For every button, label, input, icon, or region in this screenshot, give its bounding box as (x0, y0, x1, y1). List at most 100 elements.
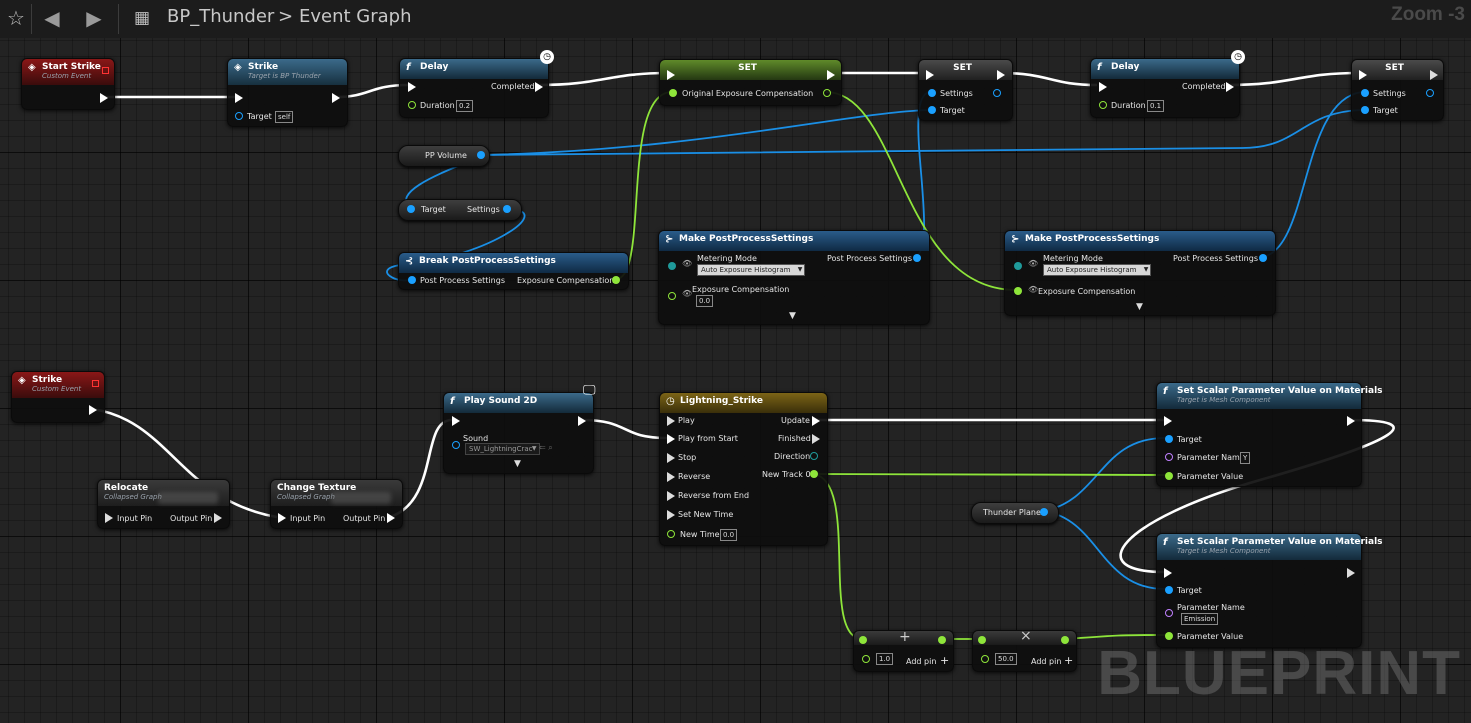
exec-input-pin[interactable] (452, 416, 460, 426)
exec-input-pin[interactable] (235, 93, 243, 103)
add-float-node[interactable]: + 1.0 Add pin + (853, 629, 954, 672)
set-settings-node-1[interactable]: SET Settings Target (918, 59, 1013, 121)
breadcrumb-graph[interactable]: Event Graph (299, 6, 412, 27)
postprocess-input-pin[interactable] (408, 276, 416, 284)
target-pin[interactable] (1361, 106, 1369, 114)
new-time-pin[interactable] (667, 530, 675, 538)
play-from-start-exec-pin[interactable] (667, 434, 675, 444)
exec-output-pin[interactable] (578, 416, 586, 426)
param-value-pin[interactable] (1165, 632, 1173, 640)
pp-volume-variable[interactable]: PP Volume (398, 145, 490, 167)
a-input-pin[interactable] (859, 636, 867, 644)
duration-pin[interactable] (1099, 101, 1107, 109)
target-pin[interactable] (235, 112, 243, 120)
browse-icon[interactable]: ⇐ ⌕ (539, 443, 553, 452)
direction-pin[interactable] (810, 452, 818, 460)
add-pin-label[interactable]: Add pin (906, 657, 937, 666)
make-postprocess-node-1[interactable]: ⊱ Make PostProcessSettings 👁 Metering Mo… (658, 230, 930, 325)
metering-dropdown[interactable]: Auto Exposure Histogram (1043, 264, 1152, 276)
new-track-output-pin[interactable] (810, 470, 818, 478)
metering-pin[interactable] (1014, 262, 1022, 270)
settings-pin[interactable] (928, 89, 936, 97)
finished-exec-pin[interactable] (812, 434, 820, 444)
exec-input-pin[interactable] (278, 513, 286, 523)
exec-output-pin[interactable] (827, 70, 835, 80)
strike-function-node[interactable]: ◈ Strike Target is BP Thunder Target sel… (227, 58, 348, 127)
reverse-exec-pin[interactable] (667, 472, 675, 482)
expand-arrow-icon[interactable]: ▼ (514, 459, 521, 469)
exec-output-pin[interactable] (1347, 416, 1355, 426)
exec-output-pin[interactable] (332, 93, 340, 103)
exec-output-pin[interactable] (100, 93, 108, 103)
b-input-pin[interactable] (981, 655, 989, 663)
target-pin[interactable] (407, 205, 415, 213)
settings-pin[interactable] (1361, 89, 1369, 97)
target-pin[interactable] (928, 106, 936, 114)
update-exec-pin[interactable] (812, 416, 820, 426)
sound-asset-picker[interactable]: SW_LightningCrac (465, 443, 540, 455)
duration-value[interactable]: 0.1 (1147, 100, 1165, 112)
exposure-pin[interactable] (1014, 287, 1022, 295)
set-scalar-param-node-1[interactable]: f Set Scalar Parameter Value on Material… (1156, 382, 1383, 487)
add-pin-label[interactable]: Add pin (1031, 657, 1062, 666)
postprocess-output-pin[interactable] (913, 254, 921, 262)
exec-output-pin[interactable] (535, 82, 543, 92)
delay-node-2[interactable]: f Delay Completed Duration 0.1 (1090, 58, 1240, 118)
b-input-pin[interactable] (862, 655, 870, 663)
exec-output-pin[interactable] (997, 70, 1005, 80)
star-icon[interactable]: ☆ (7, 6, 25, 30)
reverse-from-end-exec-pin[interactable] (667, 491, 675, 501)
duration-value[interactable]: 0.2 (456, 100, 474, 112)
exec-output-pin[interactable] (387, 513, 395, 523)
set-scalar-param-node-2[interactable]: f Set Scalar Parameter Value on Material… (1156, 533, 1383, 648)
result-output-pin[interactable] (1061, 636, 1069, 644)
set-new-time-exec-pin[interactable] (667, 510, 675, 520)
get-settings-node[interactable]: Target Settings (398, 199, 522, 221)
exec-output-pin[interactable] (1347, 568, 1355, 578)
b-value[interactable]: 50.0 (995, 653, 1017, 665)
exposure-value[interactable]: 0.0 (696, 295, 714, 307)
exposure-output-pin[interactable] (823, 89, 831, 97)
b-value[interactable]: 1.0 (876, 653, 894, 665)
param-name-pin[interactable] (1165, 609, 1173, 617)
exec-input-pin[interactable] (408, 82, 416, 92)
relocate-collapsed-node[interactable]: Relocate Collapsed Graph Input Pin Outpu… (97, 479, 230, 529)
exec-input-pin[interactable] (1164, 568, 1172, 578)
forward-arrow-icon[interactable]: ▶ (86, 6, 102, 30)
exec-input-pin[interactable] (1164, 416, 1172, 426)
result-output-pin[interactable] (938, 636, 946, 644)
multiply-float-node[interactable]: × 50.0 Add pin + (972, 628, 1077, 672)
exec-input-pin[interactable] (667, 70, 675, 80)
exec-output-pin[interactable] (1430, 70, 1438, 80)
play-exec-pin[interactable] (667, 416, 675, 426)
delegate-pin[interactable] (102, 67, 109, 74)
settings-output-pin[interactable] (503, 205, 511, 213)
sound-pin[interactable] (452, 441, 460, 449)
exec-output-pin[interactable] (214, 513, 222, 523)
param-value-pin[interactable] (1165, 472, 1173, 480)
exec-input-pin[interactable] (1099, 82, 1107, 92)
target-pin[interactable] (1165, 435, 1173, 443)
metering-dropdown[interactable]: Auto Exposure Histogram (697, 264, 806, 276)
breadcrumb-blueprint[interactable]: BP_Thunder (167, 6, 275, 27)
exec-input-pin[interactable] (1359, 70, 1367, 80)
target-pin[interactable] (1165, 586, 1173, 594)
timeline-lightning-strike-node[interactable]: ◷ Lightning_Strike Play Update Play from… (659, 392, 828, 546)
expand-arrow-icon[interactable]: ▼ (789, 311, 796, 321)
delegate-pin[interactable] (92, 380, 99, 387)
new-time-value[interactable]: 0.0 (720, 529, 738, 541)
exec-input-pin[interactable] (105, 513, 113, 523)
thunder-plane-variable[interactable]: Thunder Plane (971, 502, 1059, 524)
play-sound-2d-node[interactable]: f Play Sound 2D Sound SW_LightningCrac ⇐… (443, 392, 594, 474)
target-value[interactable]: self (275, 111, 294, 123)
strike-event-node[interactable]: ◈ Strike Custom Event (11, 371, 105, 423)
postprocess-output-pin[interactable] (1259, 254, 1267, 262)
back-arrow-icon[interactable]: ◀ (44, 6, 60, 30)
delay-node-1[interactable]: f Delay Completed Duration 0.2 (399, 58, 549, 118)
exposure-input-pin[interactable] (669, 89, 677, 97)
param-name-value[interactable]: Emission (1181, 613, 1219, 625)
variable-output-pin[interactable] (1040, 508, 1048, 516)
break-postprocess-node[interactable]: ⊰ Break PostProcessSettings Post Process… (398, 252, 629, 290)
set-exposure-node[interactable]: SET Original Exposure Compensation (659, 59, 842, 106)
duration-pin[interactable] (408, 101, 416, 109)
